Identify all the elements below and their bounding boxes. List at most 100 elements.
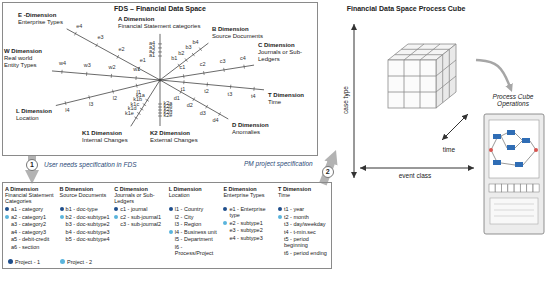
axis-tick: [230, 85, 231, 89]
dimension-description: Internal Changes: [82, 137, 128, 144]
axis-tick: [158, 47, 162, 48]
dimension-item: b2 - doc-subtype1: [59, 214, 113, 220]
axis-tick: [243, 65, 245, 69]
dimension-item: a2 - category1: [4, 214, 58, 220]
dimension-item: t3 - day/weekday: [277, 221, 331, 227]
axis-tick: [192, 53, 194, 56]
axis-tick: [223, 68, 225, 72]
process-cube-drawing: [420, 60, 421, 108]
axis-value: c1: [180, 66, 186, 72]
column-heading: L Dimension: [168, 184, 222, 192]
column-heading: E Dimension: [222, 184, 276, 192]
process-cube-drawing: [404, 60, 405, 108]
axis-tick: [183, 74, 185, 78]
project-marker: [60, 215, 64, 219]
panel-title: FDS – Financial Data Space: [3, 5, 317, 12]
operations-cabinet: [484, 114, 544, 234]
dimension-item: a3 - category2: [4, 221, 58, 227]
project-marker: [278, 215, 282, 219]
dimension-name: A Dimension: [118, 16, 154, 23]
axis-tick: [203, 71, 205, 75]
dimension-item: t5 - period beginning: [277, 236, 331, 248]
axis-value: c2: [200, 62, 206, 68]
axis-tick: [65, 101, 67, 105]
legend-text: Project - 2: [67, 259, 92, 265]
axis-tick: [136, 84, 138, 88]
process-cube-drawing: [388, 44, 456, 108]
axis-value: c3: [220, 59, 226, 65]
axis-value: t2: [204, 90, 209, 96]
process-cube-drawing: [436, 44, 456, 108]
axis-value: e2: [119, 47, 125, 53]
operations-cabinet: [515, 162, 523, 167]
dimension-item: e3 - subtype2: [222, 227, 276, 233]
dimension-axis: [56, 80, 160, 106]
operations-cabinet: [493, 160, 501, 165]
cube-axis: [442, 114, 468, 140]
dimension-item: l3 - Region: [168, 221, 222, 227]
legend-text: Project - 1: [15, 259, 40, 265]
operations-cabinet: [533, 184, 539, 192]
dimension-name: B Dimension: [212, 26, 249, 33]
axis-label: event class: [399, 172, 432, 179]
dimension-column: T DimensionTimet1 - yeart2 - montht3 - d…: [277, 184, 331, 256]
axis-tick: [207, 82, 208, 86]
operations-cabinet: [502, 184, 508, 192]
dimension-name: L Dimension: [16, 108, 52, 115]
dimension-column: A DimensionFinancial Statement Categorie…: [4, 184, 58, 250]
axis-tick: [158, 116, 162, 117]
dimension-axis: [160, 80, 264, 90]
dimension-item: t1 - year: [277, 206, 331, 212]
process-cube-drawing: [436, 76, 456, 92]
dimension-item: e4 - subtype3: [222, 235, 276, 241]
dimension-column: C DimensionJournals or Sub-Ledgersc1 - j…: [113, 184, 167, 227]
axis-tick: [185, 58, 187, 61]
axis-value: l2: [113, 97, 117, 103]
dimension-axis: [160, 43, 208, 80]
project-marker: [60, 207, 64, 211]
dimension-item: a6 - section: [4, 244, 58, 250]
dimension-description: Real world Entity Types: [4, 55, 48, 69]
axis-tick: [193, 98, 195, 101]
operations-cabinet: [507, 145, 515, 150]
process-cube: Financial Data Space Process Cubecase ty…: [336, 2, 476, 184]
step-note: User needs specification in FDS: [44, 161, 137, 168]
axis-tick: [183, 80, 184, 84]
dimension-name: E -Dimension: [18, 12, 56, 19]
axis-tick: [158, 51, 162, 52]
column-subheading: Time: [277, 192, 331, 205]
operations-cabinet: [489, 148, 493, 152]
column-subheading: Source Documents: [59, 192, 113, 205]
dimension-item: l6 - Process/Project: [168, 244, 222, 256]
column-heading: C Dimension: [113, 184, 167, 192]
operations-cabinet: [489, 184, 539, 192]
operations-cabinet: [522, 138, 530, 143]
axis-value: c4: [240, 56, 246, 62]
axis-value: d4: [213, 118, 219, 124]
axis-value: e4: [76, 24, 82, 30]
dimension-item: t6 - period ending: [277, 250, 331, 256]
axis-value: t4: [251, 94, 256, 100]
dimension-item: c3 - sub-journal2: [113, 221, 167, 227]
process-cube-drawing: [388, 92, 436, 93]
dimension-description: Anomalies: [232, 129, 260, 136]
cube-axis: [354, 24, 355, 178]
axis-tick: [135, 76, 136, 80]
dimension-name: K1 Dimension: [82, 130, 122, 137]
operations-cabinet: [507, 130, 515, 135]
column-heading: T Dimension: [277, 184, 331, 192]
operations-cabinet: [494, 204, 534, 216]
dimension-name: W Dimension: [4, 48, 42, 55]
process-cube-drawing: [404, 44, 424, 60]
step-number: 1: [26, 159, 38, 171]
dimension-axis: [52, 71, 160, 80]
process-cube-drawing: [449, 49, 450, 97]
operations-cabinet: [489, 120, 539, 178]
operations-cabinet: [495, 184, 501, 192]
axis-tick: [140, 108, 143, 110]
cube-axis: [360, 168, 474, 169]
operations-cabinet: [514, 184, 520, 192]
axis-value: d2: [187, 103, 193, 109]
axis-tick: [137, 112, 140, 114]
project-marker: [223, 207, 227, 211]
